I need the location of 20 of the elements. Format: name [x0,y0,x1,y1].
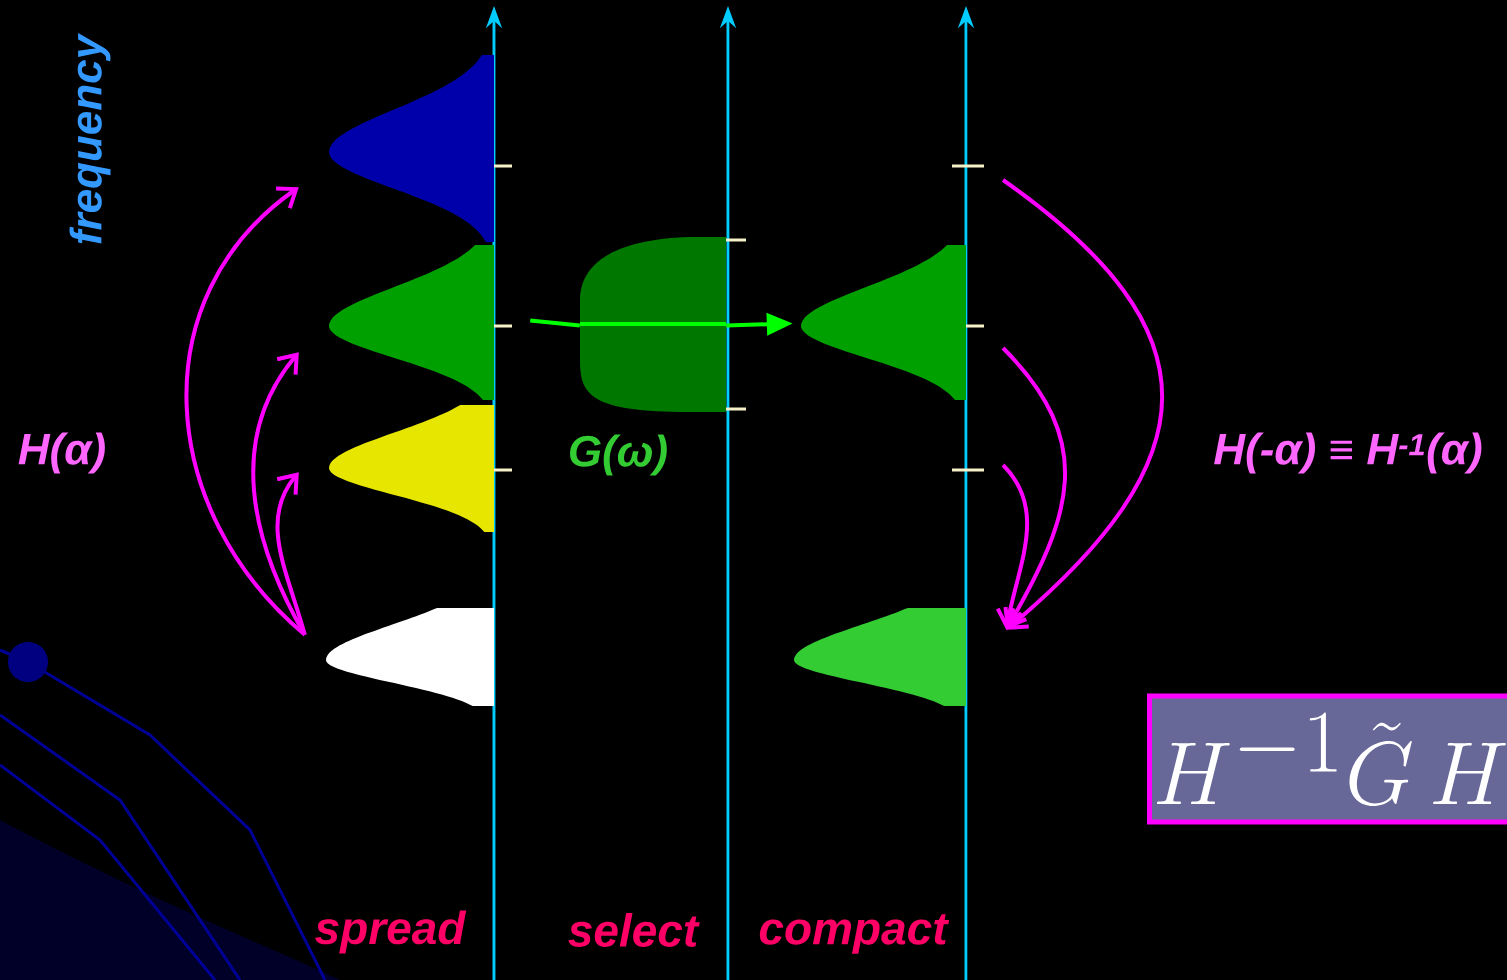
text-label: frequency [69,33,111,244]
spectrum-peak [329,245,494,400]
text-label: H(α) [18,432,105,474]
arrow [275,472,307,636]
spectrum-peak [326,608,494,706]
text-label: spread [315,910,467,954]
text-label: compact [759,914,950,954]
spectrum-peak [801,245,966,400]
spectrum-peak [329,405,494,532]
arrow [1001,346,1067,630]
arrow [1001,178,1164,630]
text-label: H(-α) ≡ H$^{-1}$(α) [1214,432,1482,474]
text-label: G(ω) [570,434,667,476]
spectrum-peak [329,55,494,242]
arrow [995,463,1030,630]
text-label: select [568,913,700,947]
filter-shape [580,237,726,412]
spectrum-peak [794,608,966,706]
formula-box: $H^{-1}\tilde{G}\,H$ [1147,693,1507,825]
arrow [251,352,307,636]
